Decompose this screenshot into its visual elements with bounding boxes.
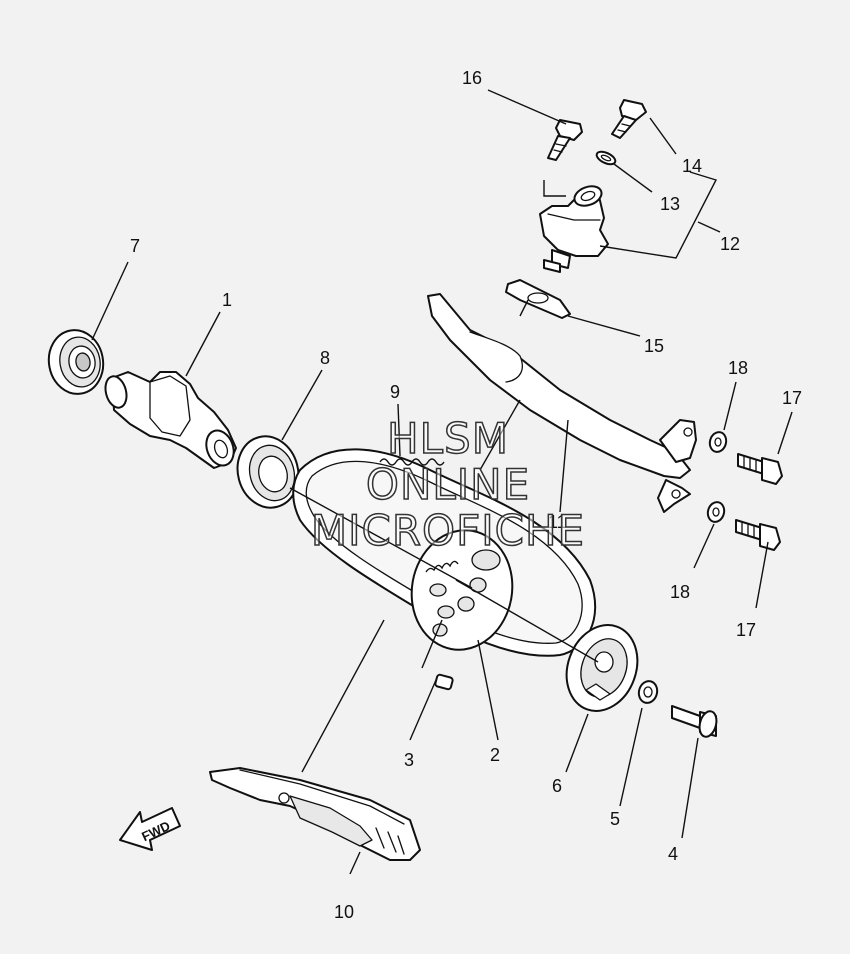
callout-labels: 1 2 3 4 5 6 7 8 9 10 11 12 13 14 15 16 1… xyxy=(130,68,802,922)
callout-8: 8 xyxy=(320,348,330,368)
callout-4: 4 xyxy=(668,844,678,864)
part-17-bolt-top xyxy=(737,453,783,485)
callout-3: 3 xyxy=(404,750,414,770)
callout-9: 9 xyxy=(390,382,400,402)
callout-18-bottom: 18 xyxy=(670,582,690,602)
callout-17-top: 17 xyxy=(782,388,802,408)
part-9-spring xyxy=(379,458,459,573)
fwd-arrow-icon: FWD xyxy=(119,807,181,851)
part-4-bolt xyxy=(671,705,718,738)
part-6-plate xyxy=(565,624,639,712)
part-7-bearing xyxy=(47,329,105,395)
part-3-dowel-pin xyxy=(434,673,454,691)
part-18-washer-bottom xyxy=(706,501,726,523)
callout-17-bottom: 17 xyxy=(736,620,756,640)
part-1-camshaft xyxy=(104,371,237,469)
part-2-sprocket-and-chain xyxy=(292,448,597,657)
part-15-gasket xyxy=(505,279,571,319)
callout-18-top: 18 xyxy=(728,358,748,378)
part-10-chain-guide xyxy=(209,767,421,861)
callout-10: 10 xyxy=(334,902,354,922)
callout-15: 15 xyxy=(644,336,664,356)
part-17-bolt-bottom xyxy=(735,519,781,551)
callout-6: 6 xyxy=(552,776,562,796)
callout-16: 16 xyxy=(462,68,482,88)
callout-13: 13 xyxy=(660,194,680,214)
leader-lines xyxy=(91,89,793,875)
part-16-bolt xyxy=(547,119,583,161)
callout-12: 12 xyxy=(720,234,740,254)
callout-7: 7 xyxy=(130,236,140,256)
callout-11: 11 xyxy=(548,512,567,532)
part-13-gasket xyxy=(595,150,617,166)
callout-5: 5 xyxy=(610,809,620,829)
part-5-washer xyxy=(637,680,659,704)
part-8-bearing xyxy=(236,435,300,509)
part-18-washer-top xyxy=(708,431,728,453)
callout-1: 1 xyxy=(222,290,232,310)
part-14-bolt xyxy=(611,99,647,139)
part-12-tensioner xyxy=(539,185,609,273)
callout-14: 14 xyxy=(682,156,702,176)
part-11-chain-guide xyxy=(427,293,697,513)
callout-2: 2 xyxy=(490,745,500,765)
